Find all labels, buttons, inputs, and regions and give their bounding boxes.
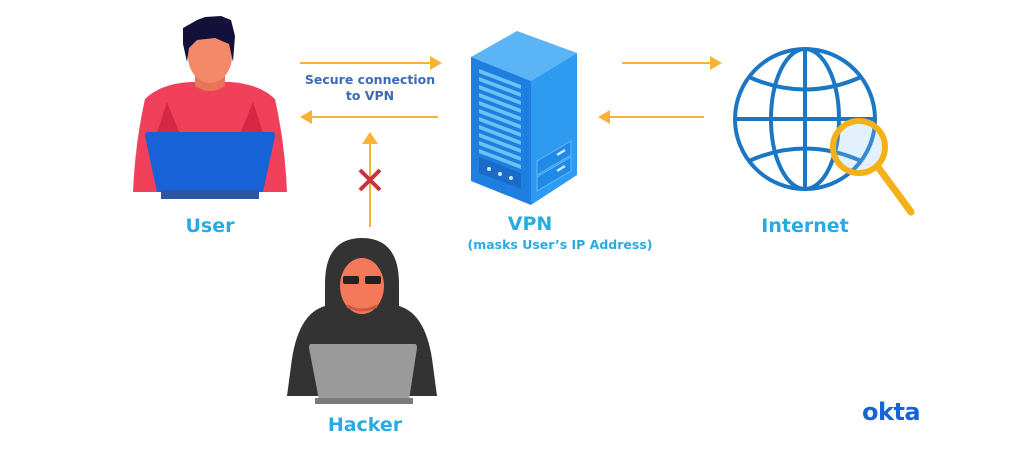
okta-logo: okta bbox=[862, 398, 921, 426]
arrow-vpn-to-user bbox=[300, 110, 438, 124]
arrow-vpn-to-internet bbox=[622, 56, 722, 70]
vpn-sublabel: (masks User’s IP Address) bbox=[467, 237, 653, 252]
arrow-internet-to-vpn bbox=[598, 110, 704, 124]
user-face bbox=[188, 29, 232, 83]
user-laptop-base bbox=[161, 190, 259, 199]
user-hair bbox=[183, 16, 235, 62]
magnifier-icon bbox=[830, 118, 915, 216]
user-illustration bbox=[133, 16, 287, 199]
vpn-server-icon bbox=[471, 31, 577, 205]
hacker-sunglasses bbox=[343, 276, 359, 284]
hacker-laptop bbox=[309, 344, 417, 400]
vpn-label: VPN bbox=[507, 213, 553, 235]
user-laptop bbox=[145, 132, 275, 192]
note-line-2: to VPN bbox=[345, 88, 395, 103]
arrow-user-to-vpn bbox=[300, 56, 442, 70]
hacker-label: Hacker bbox=[327, 414, 403, 436]
internet-label: Internet bbox=[761, 215, 849, 237]
hacker-face bbox=[340, 258, 384, 314]
user-label: User bbox=[185, 215, 235, 237]
note-line-1: Secure connection bbox=[304, 72, 436, 87]
hacker-illustration bbox=[287, 238, 437, 404]
internet-globe-icon bbox=[733, 47, 915, 216]
secure-connection-note: Secure connection to VPN bbox=[300, 72, 440, 104]
arrow-hacker-blocked bbox=[358, 132, 382, 227]
